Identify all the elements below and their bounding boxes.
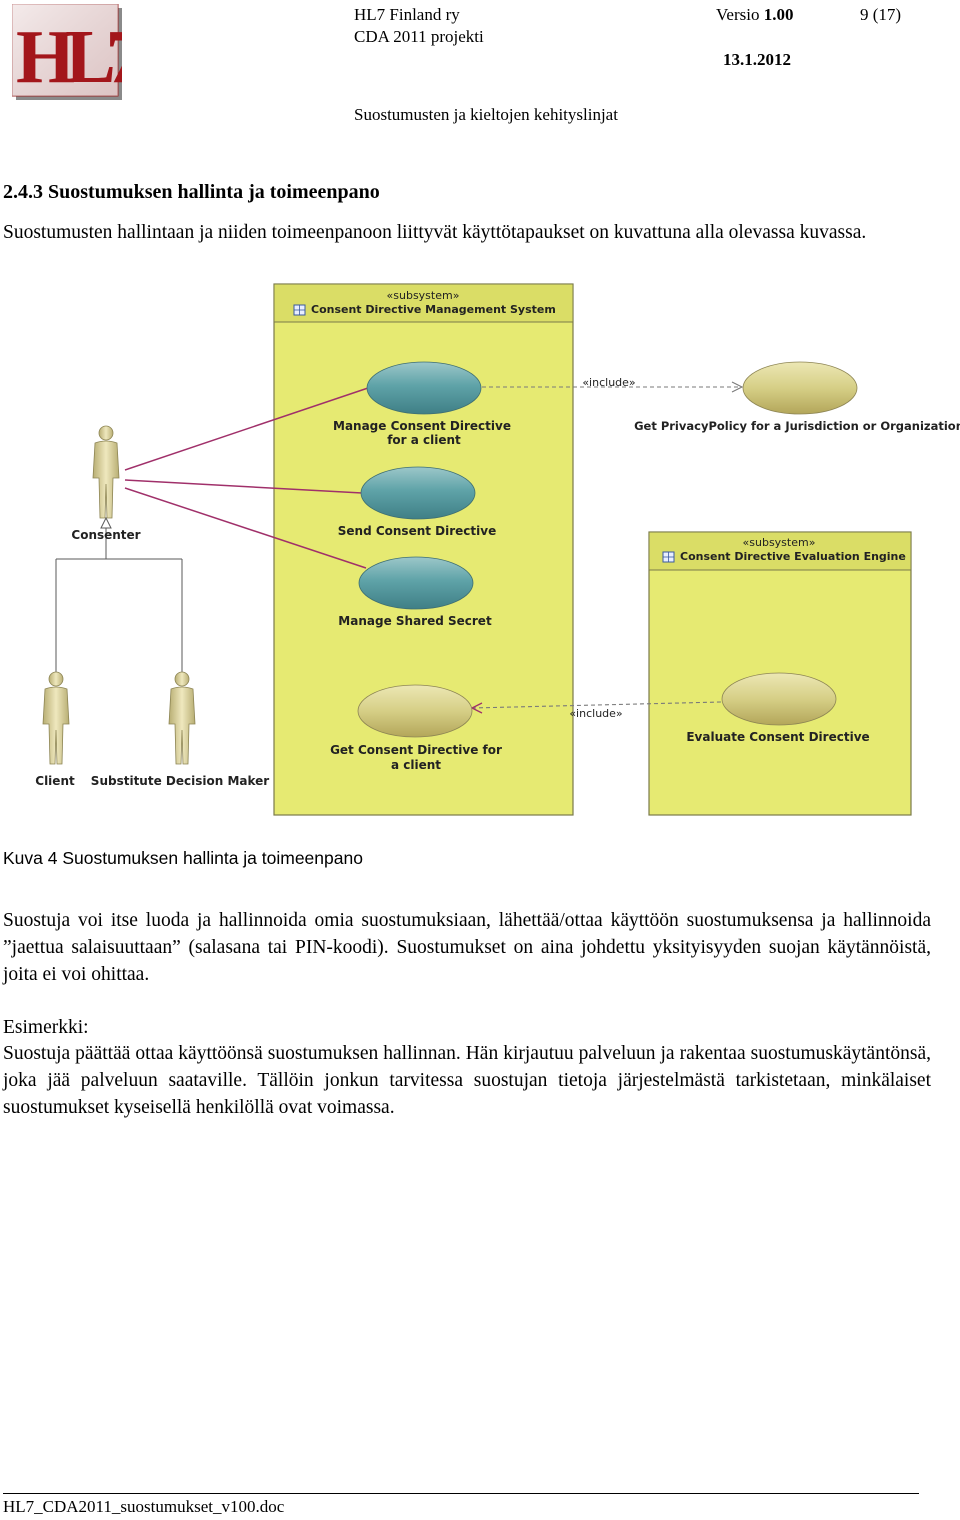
hl7-logo: HL7 bbox=[12, 4, 122, 100]
header-page: 9 (17) bbox=[860, 5, 902, 24]
use-case-diagram: «subsystem» Consent Directive Management… bbox=[35, 283, 960, 816]
actor-substitute-decision-maker bbox=[168, 671, 196, 765]
actor-consenter-label: Consenter bbox=[71, 528, 140, 542]
footer-divider bbox=[3, 1493, 919, 1494]
subsystem2-name: Consent Directive Evaluation Engine bbox=[680, 550, 906, 563]
header-doc-title: Suostumusten ja kieltojen kehityslinjat bbox=[354, 105, 618, 124]
include-label-1: «include» bbox=[582, 376, 635, 389]
usecase-manage-label-1: Manage Consent Directive bbox=[333, 419, 511, 433]
subsystem1-name: Consent Directive Management System bbox=[311, 303, 556, 316]
subsystem1-stereotype: «subsystem» bbox=[387, 289, 460, 302]
actor-sdm-label: Substitute Decision Maker bbox=[91, 774, 269, 788]
logo-letters: HL7 bbox=[16, 15, 122, 99]
actor-client-label: Client bbox=[35, 774, 75, 788]
intro-paragraph: Suostumusten hallintaan ja niiden toimee… bbox=[3, 222, 867, 243]
body-paragraph-1: Suostuja voi itse luoda ja hallinnoida o… bbox=[3, 910, 931, 985]
usecase-manage-consent bbox=[366, 361, 482, 415]
include-label-2: «include» bbox=[569, 707, 622, 720]
usecase-get-consent bbox=[357, 684, 473, 738]
usecase-privacy-label: Get PrivacyPolicy for a Jurisdiction or … bbox=[634, 419, 960, 433]
subsystem2-stereotype: «subsystem» bbox=[743, 536, 816, 549]
usecase-evaluate-label: Evaluate Consent Directive bbox=[686, 730, 869, 744]
body-paragraph-2: Suostuja päättää ottaa käyttöönsä suostu… bbox=[3, 1043, 931, 1118]
actor-associations bbox=[124, 387, 369, 569]
version-label: Versio bbox=[716, 5, 760, 24]
usecase-send-consent bbox=[360, 466, 476, 520]
example-label: Esimerkki: bbox=[3, 1017, 89, 1038]
usecase-manage-label-2: for a client bbox=[387, 433, 461, 447]
footer-filename: HL7_CDA2011_suostumukset_v100.doc bbox=[3, 1497, 285, 1516]
subsystem-icon bbox=[662, 551, 675, 563]
usecase-shared-secret bbox=[358, 556, 474, 610]
usecase-shared-label: Manage Shared Secret bbox=[338, 614, 492, 628]
actor-client bbox=[42, 671, 70, 765]
version-number: 1.00 bbox=[763, 5, 794, 24]
header-date: 13.1.2012 bbox=[723, 50, 791, 69]
actor-consenter bbox=[92, 425, 120, 519]
usecase-get-label-1: Get Consent Directive for bbox=[330, 743, 502, 757]
header-project: CDA 2011 projekti bbox=[354, 27, 484, 46]
header-org: HL7 Finland ry bbox=[354, 5, 460, 24]
usecase-send-label: Send Consent Directive bbox=[338, 524, 496, 538]
generalization-tree bbox=[55, 524, 183, 672]
section-heading: 2.4.3 Suostumuksen hallinta ja toimeenpa… bbox=[3, 181, 380, 203]
subsystem-icon bbox=[293, 304, 306, 316]
figure-caption: Kuva 4 Suostumuksen hallinta ja toimeenp… bbox=[3, 848, 363, 868]
usecase-evaluate-consent bbox=[721, 672, 837, 726]
usecase-privacy-policy bbox=[742, 361, 858, 415]
header-version: Versio 1.00 bbox=[716, 4, 793, 26]
usecase-get-label-2: a client bbox=[391, 758, 441, 772]
